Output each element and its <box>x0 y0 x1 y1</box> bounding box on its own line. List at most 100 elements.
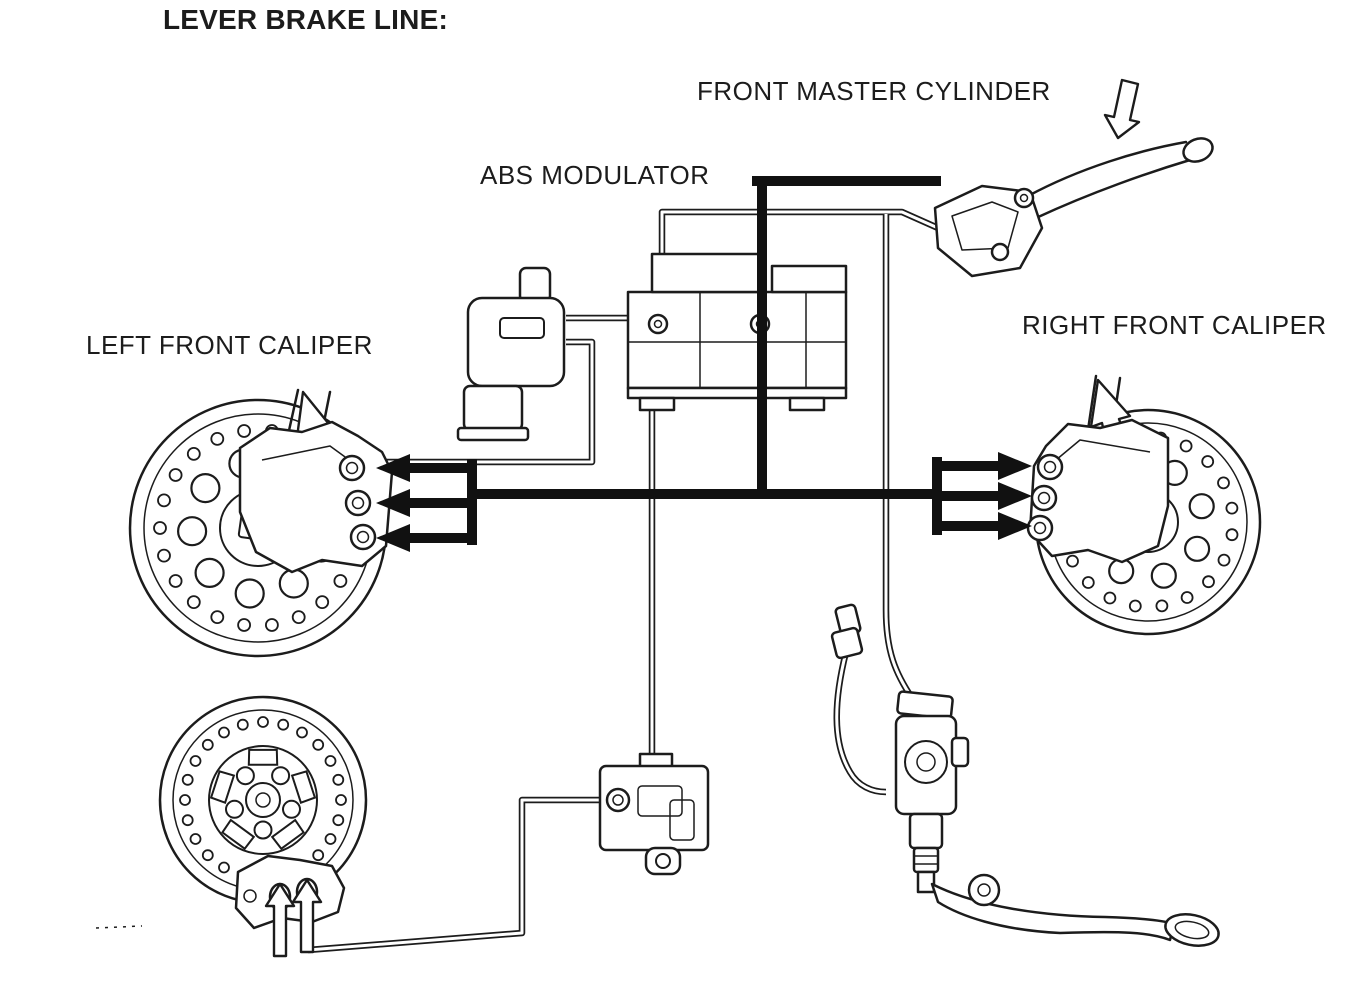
disc-hole <box>1188 493 1215 520</box>
modulator-rail <box>626 386 848 400</box>
banjo-bolt <box>990 242 1010 262</box>
callout-arrows <box>264 78 1141 958</box>
disc-hole <box>312 738 325 751</box>
fitting-bore <box>1033 521 1047 535</box>
hose-master-to-modulator-inner <box>660 210 939 258</box>
disc-hole <box>278 568 309 599</box>
valve-side-port <box>605 787 631 813</box>
cylinder-tab <box>950 736 970 768</box>
disc-hole <box>271 766 291 786</box>
banjo-fitting <box>1026 514 1054 542</box>
disc-hole <box>1081 576 1095 589</box>
disc-hole <box>218 861 230 874</box>
clevis <box>916 870 936 894</box>
fork-leg-line <box>1086 374 1098 432</box>
disc-hole <box>157 548 171 563</box>
disc-hole <box>1225 528 1239 542</box>
disc-hole <box>218 726 230 739</box>
disc-hole <box>189 833 202 845</box>
thin-brake-hoses <box>307 208 940 954</box>
disc-hole <box>332 773 345 786</box>
lever-pivot-bolt <box>1013 187 1035 209</box>
rear-master-cylinder <box>830 603 970 894</box>
right-flow-arrow-icon <box>934 452 1032 480</box>
hub-ring <box>208 745 318 855</box>
pushrod-adjuster <box>912 846 940 874</box>
hub-spoke <box>270 818 305 851</box>
disc-hole <box>1217 553 1231 567</box>
disc-hole <box>168 468 183 482</box>
disc-hole <box>335 794 347 806</box>
disc-hole <box>1217 476 1230 490</box>
pivot-bore <box>1019 193 1029 203</box>
disc-hole <box>201 849 214 862</box>
rear-brake-pedal <box>930 873 1220 947</box>
fitting-bore <box>1043 460 1057 474</box>
hose-rear-line <box>882 214 915 700</box>
disc-hole <box>1155 599 1169 613</box>
pedal-pad <box>1164 913 1220 947</box>
disc-hole <box>177 516 208 547</box>
modulator-port <box>647 313 669 335</box>
hose-rear-line-inner <box>884 214 914 699</box>
modulator-foot <box>638 396 676 412</box>
left-front-caliper <box>238 388 394 574</box>
disc-hole <box>1066 554 1079 568</box>
port-bore <box>612 794 624 806</box>
disc-hole <box>181 814 194 827</box>
fitting-bore <box>345 461 359 475</box>
left-flow-arrow-icon <box>376 454 474 482</box>
reference-mark <box>95 925 143 929</box>
disc-hole <box>1150 562 1177 589</box>
hub-spoke <box>221 818 256 851</box>
disc-hole <box>225 799 244 819</box>
hub-spoke <box>290 770 317 804</box>
disc-hole <box>153 521 167 535</box>
disc-hole <box>201 738 214 751</box>
cylinder-clamp <box>896 690 954 720</box>
hose-rear-master-flex <box>833 651 887 796</box>
lever-blade-bottom <box>1034 158 1192 220</box>
bracket-base <box>462 384 524 432</box>
disc-hole <box>324 755 337 767</box>
pedal-arm <box>930 882 1176 942</box>
thick-brake-lines <box>376 176 1032 552</box>
disc-hole <box>1180 591 1194 604</box>
pedal-pivot <box>967 873 1001 907</box>
disc-hole <box>186 446 201 461</box>
banjo-fitting <box>338 454 366 482</box>
right-flow-arrow-icon <box>934 482 1032 510</box>
banjo-fitting <box>344 489 372 517</box>
fitting-bore <box>356 530 370 544</box>
label-abs-modulator: ABS MODULATOR <box>480 160 710 190</box>
bracket-foot <box>456 426 530 442</box>
disc-hole <box>1128 599 1142 613</box>
adjuster-threads <box>914 855 938 865</box>
disc-hole <box>257 716 269 728</box>
disc-hole <box>264 618 279 632</box>
hose-master-to-modulator <box>658 208 940 258</box>
disc-hole <box>332 814 345 827</box>
disc-hole <box>282 799 301 819</box>
disc-hole <box>333 574 348 588</box>
lever-tip <box>1182 137 1214 163</box>
disc-hole <box>236 718 249 731</box>
junction-delay-valve <box>598 752 710 876</box>
disc-hole <box>324 833 337 845</box>
disc-hole <box>1201 455 1215 468</box>
modulator-side-block <box>770 264 848 294</box>
hose-rear-master-flex-inner <box>835 651 887 794</box>
hub-spoke <box>247 748 279 766</box>
cylinder-neck <box>908 812 944 850</box>
disc-hole <box>181 773 194 786</box>
pivot-bore <box>977 883 991 897</box>
disc-hole <box>190 473 221 504</box>
fitting-bore <box>1037 491 1051 505</box>
hub-center <box>245 782 281 818</box>
bleed-screw <box>243 889 257 903</box>
disc-hole <box>315 595 330 609</box>
banjo-fitting <box>1030 484 1058 512</box>
disc-hole <box>235 766 255 786</box>
disc-hole <box>253 820 273 840</box>
diagram-title: LEVER BRAKE LINE: <box>163 4 448 35</box>
